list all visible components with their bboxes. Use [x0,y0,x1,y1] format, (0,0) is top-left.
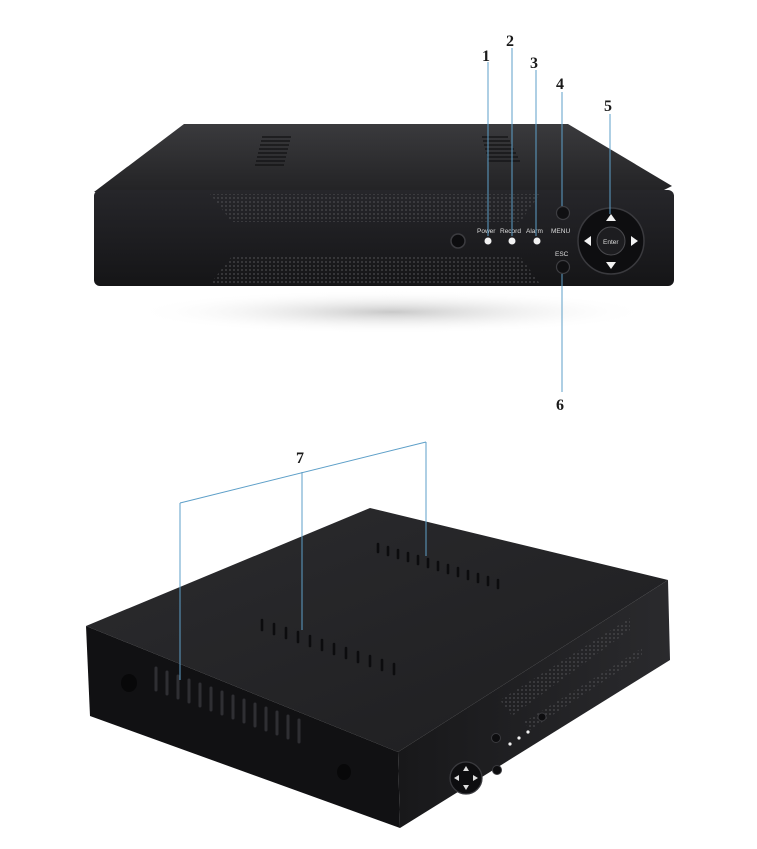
record-led-icon [508,237,516,245]
angled-menu-button-icon [491,733,501,743]
esc-label: ESC [555,251,569,258]
record-label: Record [500,228,521,235]
angled-led-icon [517,736,521,740]
enter-button-label[interactable]: Enter [603,239,619,246]
front-view-shadow [132,290,652,334]
esc-button[interactable] [555,259,571,275]
angled-view-side-vents [154,666,301,744]
angled-esc-button-icon [492,765,502,775]
front-callouts: 1 2 3 4 5 6 [482,33,612,414]
callout-2: 2 [506,33,514,50]
dvr-angled-view [86,508,670,828]
angled-view-front-lower-grille [524,648,642,730]
side-screw-icon [121,674,137,692]
arrow-down-icon[interactable] [606,262,616,269]
callout-3: 3 [530,55,538,72]
power-label: Power [477,228,496,235]
menu-button[interactable] [555,205,571,221]
angled-view-top-vents [260,542,500,676]
power-led-icon [484,237,492,245]
callout-6: 6 [556,397,564,414]
vent-callout: 7 [179,441,427,680]
front-view-upper-grille [210,194,540,222]
angled-led-icon [508,742,512,746]
angled-ir-receiver-icon [537,712,547,722]
callout-5: 5 [604,98,612,115]
callout-7: 7 [296,450,304,467]
side-screw-icon [337,764,351,780]
callout-4: 4 [556,76,564,93]
front-view-lower-grille [210,256,540,284]
ir-receiver-icon [450,233,466,249]
dvr-front-view: Power Record Alarm MENU ESC Enter [94,124,674,334]
navigation-dpad[interactable]: Enter [577,207,645,275]
front-view-top-vents [255,136,520,166]
front-view-top-surface [94,124,672,192]
angled-dpad-icon [449,761,483,795]
angled-led-icon [526,730,530,734]
arrow-left-icon[interactable] [584,236,591,246]
arrow-up-icon[interactable] [606,214,616,221]
angled-view-front-grille [500,618,630,716]
angled-view-top-surface [86,508,668,752]
alarm-label: Alarm [526,228,543,235]
arrow-right-icon[interactable] [631,236,638,246]
angled-view-left-side [86,626,400,828]
menu-label: MENU [551,228,570,235]
alarm-led-icon [533,237,541,245]
callout-1: 1 [482,48,490,65]
